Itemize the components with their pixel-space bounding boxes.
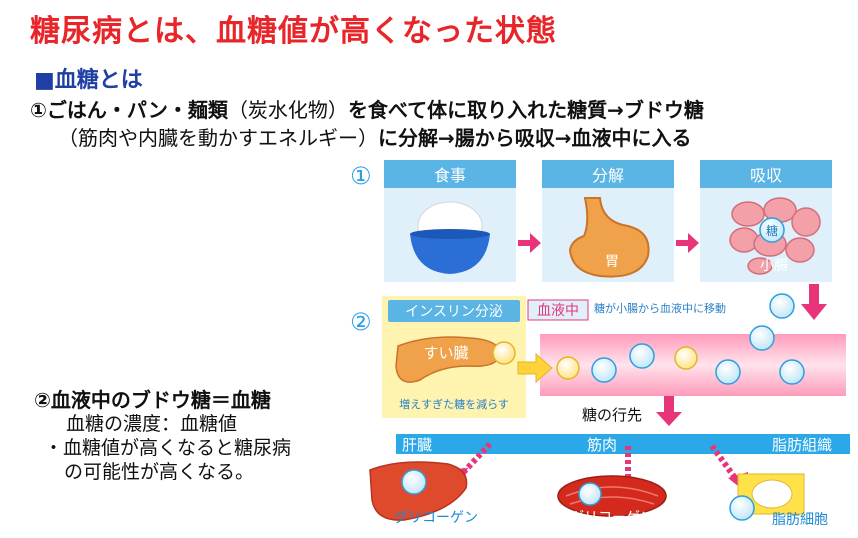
step2-marker: ②: [350, 308, 372, 336]
point2-heading: ②血液中のブドウ糖＝血糖: [34, 388, 271, 412]
blood-tag: [527, 299, 589, 321]
insulin-dot-icon: [492, 341, 516, 365]
reduce-label: 増えすぎた糖を減らす: [399, 397, 509, 411]
pancreas-icon: [395, 336, 501, 383]
sugar-dot-icon: [629, 343, 655, 369]
point1-paren: （炭水化物）: [227, 98, 348, 122]
point1-tail: を食べて体に取り入れた糖質→ブドウ糖: [347, 98, 704, 122]
bowl-rim-icon: [410, 229, 490, 239]
glycogen-muscle-label: グリコーゲン: [570, 510, 654, 526]
insulin-label: インスリン分泌: [405, 304, 503, 320]
sugar-dot-icon: [578, 482, 602, 506]
arrow-down-icon: [801, 284, 827, 320]
destination-label: 糖の行先: [582, 406, 642, 424]
sugar-dot-icon: [779, 359, 805, 385]
destination-bar: [396, 434, 850, 454]
arrow-down-icon: [656, 396, 682, 426]
sugar-dot-icon: [729, 495, 755, 521]
sugar-label: 糖: [766, 223, 778, 238]
panel-digest: 分解 胃: [542, 160, 674, 282]
insulin-header: [388, 300, 520, 322]
stomach-icon: [568, 197, 650, 278]
page-title: 糖尿病とは、血糖値が高くなった状態: [30, 14, 557, 49]
sugar-dot-icon: [715, 359, 741, 385]
pancreas-label: すい臓: [423, 344, 468, 362]
fat-cell-label: 脂肪細胞: [772, 512, 828, 528]
section-heading: ■血糖とは: [34, 68, 143, 93]
sugar-dot-icon: [759, 217, 785, 243]
step1-marker: ①: [350, 162, 372, 190]
blood-label: 血液中: [537, 303, 579, 319]
point1-note-tail: に分解→腸から吸収→血液中に入る: [378, 126, 692, 150]
muscle-fiber-icon: [565, 486, 659, 505]
point1-lead: ①ごはん・パン・麺類: [30, 98, 228, 122]
panel-absorb: 吸収 糖 小腸: [700, 160, 832, 282]
fat-tissue-label: 脂肪組織: [772, 436, 832, 454]
sugar-dot-icon: [749, 325, 775, 351]
point2-line2: ・血糖値が高くなると糖尿病: [44, 437, 292, 459]
muscle-label: 筋肉: [587, 436, 617, 454]
arrow-right-icon: [517, 352, 553, 384]
point2-line1: 血糖の濃度：血糖値: [66, 413, 238, 435]
intestine-icon: [729, 197, 821, 275]
arrow-to-fat-icon: [709, 444, 741, 484]
point2-block: ②血液中のブドウ糖＝血糖 血糖の濃度：血糖値 ・血糖値が高くなると糖尿病 の可能…: [34, 388, 291, 484]
move-label: 糖が小腸から血液中に移動: [594, 301, 726, 315]
sugar-dot-icon: [591, 357, 617, 383]
panel-digest-header: [542, 160, 674, 188]
sugar-dot-icon: [401, 469, 427, 495]
panel-absorb-header: [700, 160, 832, 188]
point2-line3: の可能性が高くなる。: [64, 461, 255, 483]
bowl-icon: [410, 234, 490, 274]
panel-meal: 食事: [384, 160, 516, 282]
stage-meal-label: 食事: [434, 166, 466, 185]
small-intestine-label: 小腸: [760, 258, 788, 274]
point1-note: （筋肉や内臓を動かすエネルギー）: [58, 126, 378, 150]
arrow-right-icon: [676, 233, 699, 253]
stomach-label: 胃: [605, 254, 619, 270]
panel-insulin: インスリン分泌 すい臓 増えすぎた糖を減らす: [382, 296, 526, 418]
stage-absorb-label: 吸収: [750, 166, 782, 185]
insulin-dot-icon: [556, 356, 580, 380]
sugar-dot-icon: [769, 293, 795, 319]
fat-cell-nucleus-icon: [751, 479, 793, 509]
insulin-dot-icon: [674, 346, 698, 370]
blood-vessel: 血液中 糖が小腸から血液中に移動: [527, 293, 846, 396]
glycogen-liver-label: グリコーゲン: [394, 510, 478, 526]
arrow-right-icon: [518, 233, 541, 253]
liver-label: 肝臓: [402, 436, 432, 454]
point1-note-line: （筋肉や内臓を動かすエネルギー）に分解→腸から吸収→血液中に入る: [58, 122, 692, 151]
point1-line: ①ごはん・パン・麺類（炭水化物）を食べて体に取り入れた糖質→ブドウ糖: [30, 94, 704, 123]
stage-digest-label: 分解: [592, 166, 624, 185]
panel-meal-header: [384, 160, 516, 188]
